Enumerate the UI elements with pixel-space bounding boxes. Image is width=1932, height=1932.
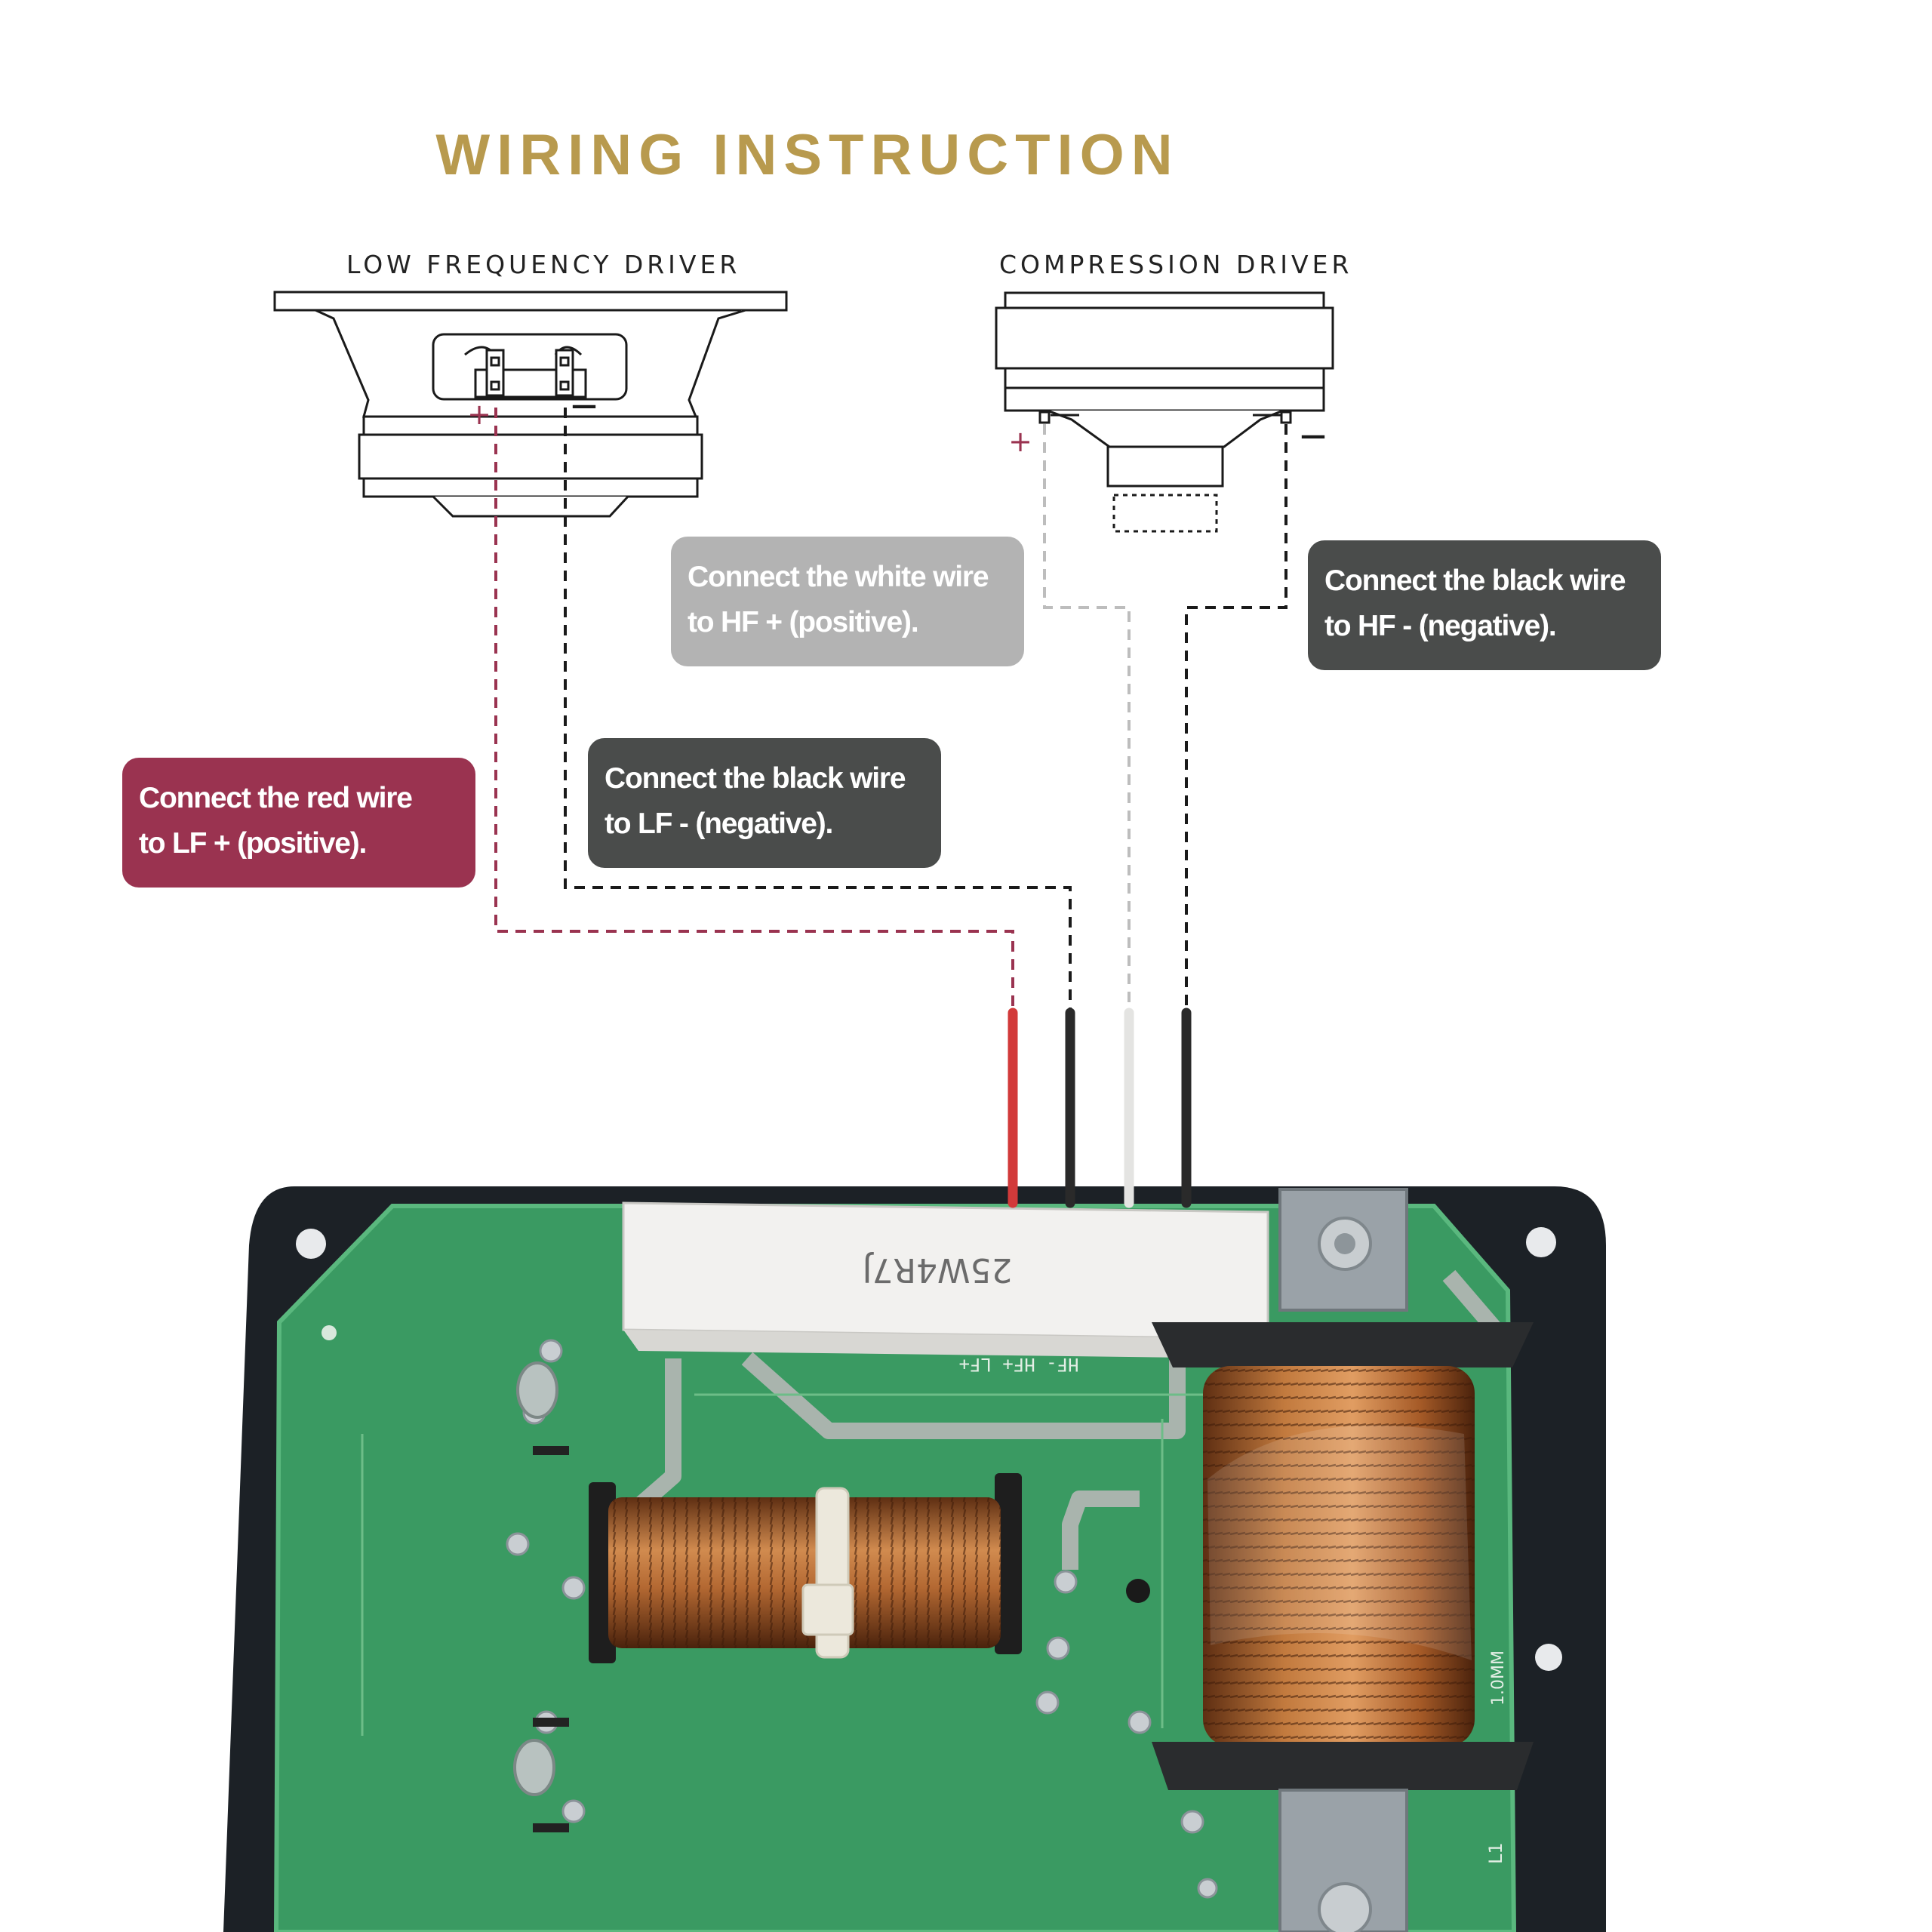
callout-line: to HF + (positive). [688, 606, 919, 638]
wire-route-white [1043, 424, 1131, 1011]
hf-plus-sign: + [1008, 425, 1032, 458]
page-title: WIRING INSTRUCTION [435, 123, 1180, 187]
wire-route-lf-black [564, 408, 1072, 1011]
callout-red-wire: Connect the red wire to LF + (positive). [122, 758, 475, 888]
small-inductor [589, 1473, 1022, 1663]
callout-line: Connect the black wire [605, 762, 906, 795]
callout-line: Connect the black wire [1324, 565, 1626, 597]
resistor-marking: 25W4R7J [862, 1251, 1012, 1289]
silkscreen-coil-marking: 1.0MM [1489, 1651, 1508, 1706]
lf-driver-magnet [358, 433, 703, 480]
callout-white-wire: Connect the white wire to HF + (positive… [671, 537, 1024, 666]
wire-route-hf-black [1185, 424, 1287, 1011]
hf-minus-sign: — [1300, 420, 1326, 451]
mounting-hole [1526, 1227, 1556, 1257]
mounting-hole [296, 1229, 326, 1259]
callout-line: to LF + (positive). [139, 827, 367, 860]
ceramic-resistor: 25W4R7J [622, 1201, 1269, 1358]
hf-driver-body [995, 306, 1334, 370]
solder-joints [506, 1339, 1218, 1899]
callout-line: to LF - (negative). [605, 808, 833, 840]
callout-line: to HF - (negative). [1324, 610, 1557, 642]
small-components [513, 1361, 569, 1832]
lf-driver-frame [273, 291, 788, 312]
hf-driver-drawing [995, 291, 1334, 533]
hf-driver-throat [1106, 445, 1224, 488]
lf-driver-label: LOW FREQUENCY DRIVER [346, 250, 741, 279]
compression-driver-label: COMPRESSION DRIVER [999, 250, 1353, 279]
inductor-bolt [1318, 1882, 1372, 1932]
silkscreen-terminals: HF- HF+ LF+ [959, 1354, 1079, 1375]
mounting-hole [1535, 1644, 1562, 1671]
large-inductor [1152, 1188, 1534, 1932]
callout-line: Connect the white wire [688, 561, 989, 593]
mounting-screw [1126, 1579, 1150, 1603]
silkscreen-inductor: L1 [1485, 1842, 1506, 1864]
lead-wires [1008, 1008, 1192, 1208]
wire-route-red [494, 408, 1014, 1011]
hf-driver-terminal-plus [1038, 411, 1051, 424]
lf-driver-drawing [273, 291, 788, 518]
callout-lf-black-wire: Connect the black wire to LF - (negative… [588, 738, 941, 868]
hf-driver-terminal-minus [1280, 411, 1292, 424]
callout-hf-black-wire: Connect the black wire to HF - (negative… [1308, 540, 1661, 670]
crossover-board: HF- HF+ LF+ 1.0MM L1 [223, 1008, 1606, 1932]
lf-plus-sign: + [467, 398, 491, 431]
callout-line: Connect the red wire [139, 782, 413, 814]
lf-minus-sign: — [571, 390, 597, 420]
lf-driver-magnet-top [362, 415, 699, 436]
